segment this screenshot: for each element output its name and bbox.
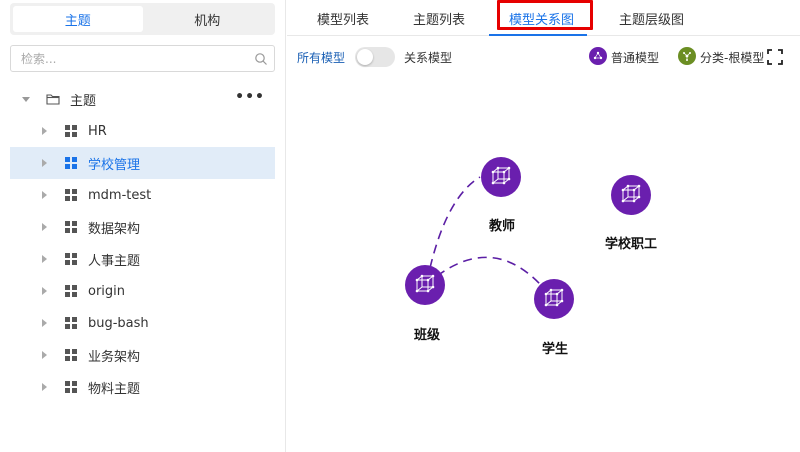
caret-right-icon[interactable] xyxy=(38,285,50,297)
tab-model-list[interactable]: 模型列表 xyxy=(317,12,370,28)
tree-item-label: 数据架构 xyxy=(88,221,141,237)
tab-bar: 模型列表 主题列表 模型关系图 主题层级图 xyxy=(287,0,800,36)
more-actions-icon[interactable]: ••• xyxy=(235,89,265,105)
node-label-teacher: 教师 xyxy=(489,219,516,234)
folder-icon xyxy=(46,92,60,106)
caret-down-icon[interactable] xyxy=(20,93,32,105)
grid-icon xyxy=(64,252,78,266)
caret-right-icon[interactable] xyxy=(38,157,50,169)
tree-root[interactable]: 主题 ••• xyxy=(10,83,275,115)
model-cube-icon xyxy=(415,274,435,293)
grid-icon xyxy=(64,156,78,170)
tab-model-relation-graph[interactable]: 模型关系图 xyxy=(509,12,575,28)
tree-item-origin[interactable]: origin xyxy=(10,275,275,307)
caret-right-icon[interactable] xyxy=(38,349,50,361)
active-tab-indicator xyxy=(489,34,587,36)
tree-item-label: 业务架构 xyxy=(88,349,141,365)
tree-item-label: bug-bash xyxy=(88,315,149,331)
model-node-school-staff[interactable] xyxy=(611,175,651,215)
relation-models-label[interactable]: 关系模型 xyxy=(404,51,453,65)
grid-icon xyxy=(64,220,78,234)
legend-root-label: 分类-根模型 xyxy=(700,51,765,65)
tree-item-material-topic[interactable]: 物料主题 xyxy=(10,371,275,403)
tree-item-label: HR xyxy=(88,123,107,139)
model-cube-icon xyxy=(544,288,564,307)
model-cube-icon xyxy=(621,184,641,203)
tree-item-hr-topic[interactable]: 人事主题 xyxy=(10,243,275,275)
tree-item-data-architecture[interactable]: 数据架构 xyxy=(10,211,275,243)
main-panel: 模型列表 主题列表 模型关系图 主题层级图 所有模型 关系模型 普通模型 分类-… xyxy=(287,0,800,452)
grid-icon xyxy=(64,124,78,138)
fullscreen-icon[interactable] xyxy=(767,49,783,65)
all-models-label[interactable]: 所有模型 xyxy=(297,51,346,65)
tree-item-business-architecture[interactable]: 业务架构 xyxy=(10,339,275,371)
tree-item-label: 人事主题 xyxy=(88,253,141,269)
caret-right-icon[interactable] xyxy=(38,221,50,233)
root-model-legend-icon xyxy=(678,47,696,65)
tree-item-label: mdm-test xyxy=(88,187,152,203)
model-cube-icon xyxy=(491,166,511,185)
graph-toolbar: 所有模型 关系模型 普通模型 分类-根模型 xyxy=(287,44,800,70)
model-node-teacher[interactable] xyxy=(481,157,521,197)
tree-item-label: 学校管理 xyxy=(88,157,141,173)
tree-item-mdm-test[interactable]: mdm-test xyxy=(10,179,275,211)
segment-org[interactable]: 机构 xyxy=(194,13,221,29)
relation-graph[interactable]: 教师 班级 学生 学校职工 xyxy=(287,72,800,452)
legend-normal-label: 普通模型 xyxy=(611,51,660,65)
model-node-class[interactable] xyxy=(405,265,445,305)
tree-item-label: origin xyxy=(88,283,126,299)
tab-topic-list[interactable]: 主题列表 xyxy=(413,12,466,28)
caret-right-icon[interactable] xyxy=(38,317,50,329)
edge-class-teacher xyxy=(429,176,481,269)
node-label-school-staff: 学校职工 xyxy=(605,237,658,252)
node-label-student: 学生 xyxy=(542,342,569,357)
normal-model-legend-icon xyxy=(589,47,607,65)
caret-right-icon[interactable] xyxy=(38,189,50,201)
search-input[interactable] xyxy=(21,51,254,66)
grid-icon xyxy=(64,188,78,202)
caret-right-icon[interactable] xyxy=(38,253,50,265)
tree-root-label: 主题 xyxy=(70,93,97,109)
edge-class-student xyxy=(436,256,548,293)
segment-topic[interactable]: 主题 xyxy=(13,6,143,32)
highlight-box xyxy=(497,0,593,30)
tab-topic-hierarchy[interactable]: 主题层级图 xyxy=(619,12,685,28)
toggle-knob xyxy=(357,49,373,65)
sidebar: 主题 机构 主题 ••• HR 学校管理 xyxy=(0,0,286,452)
caret-right-icon[interactable] xyxy=(38,381,50,393)
grid-icon xyxy=(64,316,78,330)
search-icon[interactable] xyxy=(254,52,268,66)
grid-icon xyxy=(64,348,78,362)
topic-tree: 主题 ••• HR 学校管理 mdm-test 数据架构 人事主题 xyxy=(10,83,275,403)
tree-item-hr[interactable]: HR xyxy=(10,115,275,147)
graph-edges xyxy=(426,176,548,293)
segment-control: 主题 机构 xyxy=(10,3,275,35)
grid-icon xyxy=(64,380,78,394)
search-box xyxy=(10,45,275,72)
caret-right-icon[interactable] xyxy=(38,125,50,137)
tree-item-bug-bash[interactable]: bug-bash xyxy=(10,307,275,339)
tree-item-school-management[interactable]: 学校管理 xyxy=(10,147,275,179)
node-label-class: 班级 xyxy=(414,328,441,343)
grid-icon xyxy=(64,284,78,298)
relation-toggle[interactable] xyxy=(355,47,395,67)
tree-item-label: 物料主题 xyxy=(88,381,141,397)
model-node-student[interactable] xyxy=(534,279,574,319)
